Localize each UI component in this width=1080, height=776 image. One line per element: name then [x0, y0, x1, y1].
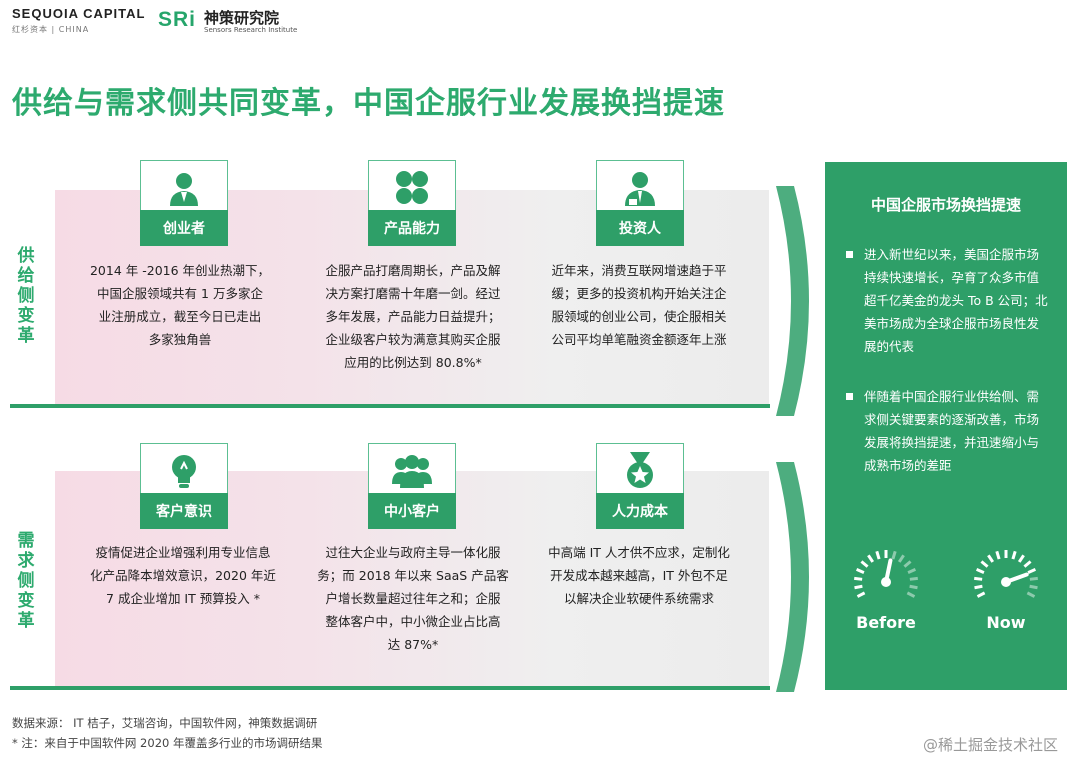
card-label: 中小客户: [368, 493, 456, 529]
lightbulb-icon: [141, 452, 227, 490]
card-label: 产品能力: [368, 210, 456, 246]
group-icon: [369, 452, 455, 490]
panel-title: 中国企服市场换挡提速: [870, 196, 1021, 214]
card-entrepreneur: 创业者: [140, 160, 228, 246]
gauge-before-label: Before: [856, 613, 916, 632]
card-label: 人力成本: [596, 493, 684, 529]
smb-customers-text: 过往大企业与政府主导一体化服务；而 2018 年以来 SaaS 产品客户增长数量…: [317, 545, 509, 652]
investor-text: 近年来，消费互联网增速趋于平缓；更多的投资机构开始关注企服领域的创业公司，使企服…: [551, 263, 727, 347]
footnote: * 注：来自于中国软件网 2020 年覆盖多行业的市场调研结果: [12, 736, 323, 750]
supply-arrow: [776, 186, 809, 416]
data-source: 数据来源： IT 桔子，艾瑞咨询，中国软件网，神策数据调研: [12, 716, 318, 730]
labor-cost-text: 中高端 IT 人才供不应求，定制化开发成本越来越高，IT 外包不足以解决企业软硬…: [548, 545, 730, 606]
sequoia-logo: SEQUOIA CAPITAL: [12, 6, 146, 21]
investor-icon: [597, 169, 683, 207]
supply-row-divider: [10, 404, 770, 408]
person-icon: [141, 169, 227, 207]
speedometer-before-icon: [854, 550, 918, 598]
speedometer-now-icon: [974, 550, 1038, 598]
product-capability-text: 企服产品打磨周期长，产品及解决方案打磨需十年磨一剑。经过多年发展，产品能力日益提…: [325, 263, 501, 370]
card-labor-cost: 人力成本: [596, 443, 684, 529]
card-investor: 投资人: [596, 160, 684, 246]
demand-side-label: 需求侧变革: [17, 531, 35, 631]
sri-name-cn: 神策研究院: [204, 9, 280, 27]
sri-logo-mark: SRi: [158, 8, 197, 31]
summary-panel: [825, 162, 1067, 690]
entrepreneur-text: 2014 年 -2016 年创业热潮下，中国企服领域共有 1 万多家企业注册成立…: [89, 263, 271, 347]
watermark: @稀土掘金技术社区: [922, 736, 1058, 754]
medal-icon: [597, 452, 683, 490]
card-customer-awareness: 客户意识: [140, 443, 228, 529]
bullet-square-icon: [846, 393, 853, 400]
gauge-now-label: Now: [986, 613, 1026, 632]
card-label: 客户意识: [140, 493, 228, 529]
supply-side-label: 供给侧变革: [17, 246, 35, 346]
page-title: 供给与需求侧共同变革，中国企服行业发展换挡提速: [12, 86, 725, 121]
card-label: 创业者: [140, 210, 228, 246]
panel-bullet-2: 伴随着中国企服行业供给侧、需求侧关键要素的逐渐改善，市场发展将换挡提速，并迅速缩…: [846, 385, 1054, 477]
sequoia-sub: 红杉资本 | CHINA: [12, 25, 90, 34]
bullet-square-icon: [846, 251, 853, 258]
sri-name-en: Sensors Research Institute: [204, 26, 298, 34]
clover-icon: [369, 169, 455, 207]
demand-row-divider: [10, 686, 770, 690]
card-label: 投资人: [596, 210, 684, 246]
card-product-capability: 产品能力: [368, 160, 456, 246]
panel-bullet-1: 进入新世纪以来，美国企服市场持续快速增长，孕育了众多市值超千亿美金的龙头 To …: [846, 243, 1054, 358]
card-smb-customers: 中小客户: [368, 443, 456, 529]
demand-arrow: [776, 462, 809, 692]
